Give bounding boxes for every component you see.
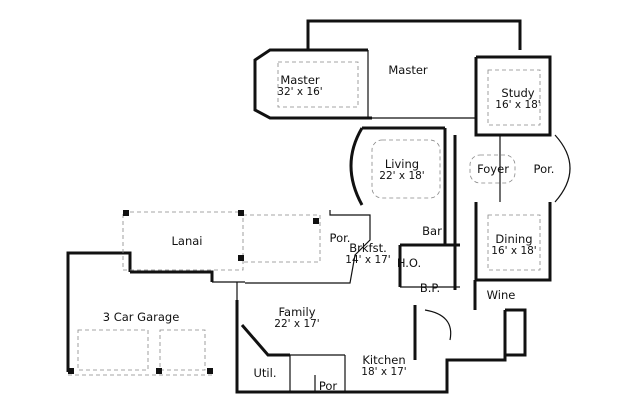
room-size: 16' x 18' [491, 245, 537, 257]
room-rear-porch: Por. [330, 232, 351, 244]
room-living: Living 22' x 18' [379, 158, 424, 182]
room-utility: Util. [254, 367, 277, 379]
interior-walls [212, 50, 571, 392]
room-name: Brkfst. [349, 241, 387, 255]
room-name: Family [278, 305, 316, 319]
dashed-outlines [68, 61, 541, 376]
room-name: Master [280, 73, 320, 87]
room-garage: 3 Car Garage [103, 311, 180, 323]
room-name: Por. [533, 162, 555, 176]
room-name: Dining [495, 232, 533, 246]
room-name: Por [318, 379, 338, 393]
room-name: B.P. [419, 281, 441, 295]
room-name: Util. [253, 366, 277, 380]
room-foyer: Foyer [477, 163, 509, 175]
columns [68, 210, 319, 374]
room-name: Foyer [477, 162, 509, 176]
room-family: Family 22' x 17' [274, 306, 319, 330]
room-size: 18' x 17' [361, 366, 407, 378]
room-size: 22' x 17' [274, 318, 320, 330]
room-size: 14' x 17' [345, 254, 391, 266]
room-lanai: Lanai [172, 235, 203, 247]
room-size: 32' x 16' [277, 86, 323, 98]
room-name: H.O. [396, 256, 422, 270]
room-master-bath: Master [388, 64, 427, 76]
room-butler-pantry: B.P. [420, 282, 440, 294]
room-wine: Wine [487, 289, 516, 301]
room-breakfast: Brkfst. 14' x 17' [345, 242, 390, 266]
room-side-porch: Por [319, 380, 337, 392]
room-name: Wine [486, 288, 516, 302]
room-name: Bar [422, 224, 442, 238]
room-dining: Dining 16' x 18' [491, 233, 536, 257]
room-name: Por. [329, 231, 351, 245]
exterior-walls [66, 19, 552, 394]
room-name: Master [388, 63, 428, 77]
room-name: Lanai [171, 234, 203, 248]
room-home-office: H.O. [397, 257, 421, 269]
room-study: Study 16' x 18' [495, 87, 540, 111]
room-bar: Bar [422, 225, 442, 237]
room-name: Study [501, 86, 535, 100]
room-name: 3 Car Garage [102, 310, 180, 324]
room-kitchen: Kitchen 18' x 17' [361, 354, 406, 378]
room-name: Kitchen [362, 353, 406, 367]
room-master-bedroom: Master 32' x 16' [277, 74, 322, 98]
room-name: Living [384, 157, 420, 171]
room-size: 16' x 18' [495, 99, 541, 111]
room-size: 22' x 18' [379, 170, 425, 182]
room-front-porch: Por. [534, 163, 555, 175]
